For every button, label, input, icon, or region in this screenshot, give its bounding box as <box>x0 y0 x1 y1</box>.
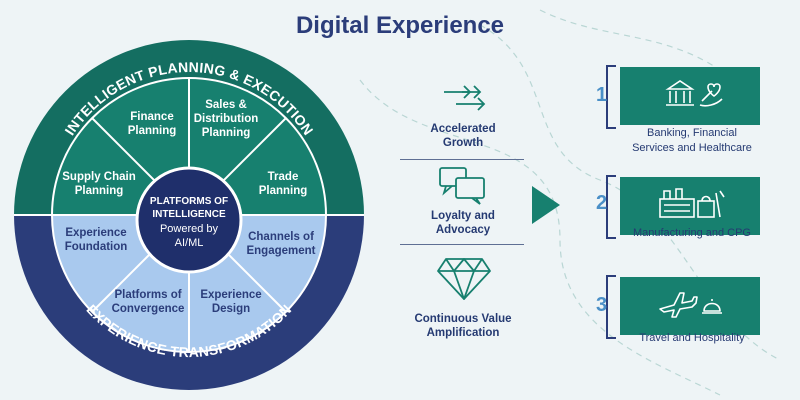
center-line-2: INTELLIGENCE <box>152 209 226 220</box>
center-line-4: AI/ML <box>175 237 204 249</box>
arrows-icon <box>444 85 486 111</box>
bracket-1 <box>606 65 616 129</box>
industry-label-3: Travel and Hospitality <box>639 332 745 344</box>
industry-label-1: Banking, Financial Services and Healthca… <box>632 127 752 154</box>
industry-label-2: Manufacturing and CPG <box>632 227 751 239</box>
industry-number-3: 3 <box>596 294 608 316</box>
outcome-loyalty-advocacy: Loyalty and Advocacy <box>431 210 495 237</box>
diamond-icon <box>437 258 491 300</box>
industry-card-3 <box>620 277 760 335</box>
outcome-continuous-value: Continuous Value Amplification <box>414 313 512 340</box>
center-line-3: Powered by <box>160 223 219 235</box>
industry-card-1 <box>620 67 760 125</box>
bracket-3 <box>606 275 616 339</box>
industry-card-2 <box>620 177 760 235</box>
industry-number-1: 1 <box>596 84 608 106</box>
bracket-2 <box>606 175 616 239</box>
plane-cloche-icon <box>659 292 722 318</box>
center-circle <box>135 166 243 274</box>
wheel: INTELLIGENT PLANNING & EXECUTION EXPERIE… <box>14 40 364 390</box>
industry-number-2: 2 <box>596 192 608 214</box>
center-line-1: PLATFORMS OF <box>150 196 228 207</box>
divider-2 <box>400 244 524 245</box>
play-arrow-icon <box>532 186 560 224</box>
outcome-accelerated-growth: Accelerated Growth <box>430 123 496 150</box>
bank-heart-icon <box>665 80 723 107</box>
factory-grocery-icon <box>659 188 725 218</box>
divider-1 <box>400 159 524 160</box>
chat-bubbles-icon <box>439 167 485 205</box>
page-title: Digital Experience <box>295 12 505 39</box>
